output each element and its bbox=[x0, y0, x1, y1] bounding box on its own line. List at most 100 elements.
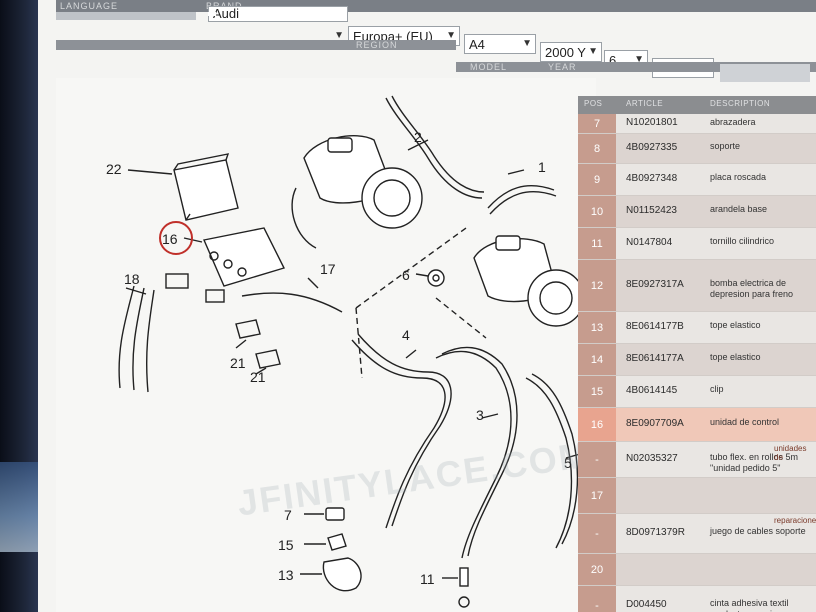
parts-table-header: POS ARTICLE DESCRIPTION bbox=[578, 96, 816, 114]
field6-value: 6 bbox=[609, 53, 617, 68]
chevron-down-icon: ▼ bbox=[522, 38, 532, 49]
callout-13: 13 bbox=[278, 567, 294, 583]
article-number[interactable]: D004450 bbox=[626, 599, 667, 610]
pos-cell: - bbox=[578, 442, 616, 477]
toolbar-filler bbox=[720, 64, 810, 82]
table-row[interactable]: 20 bbox=[578, 554, 816, 586]
pos-value: - bbox=[595, 527, 599, 540]
pos-value: 12 bbox=[590, 279, 604, 292]
language-select[interactable] bbox=[56, 12, 196, 20]
callout-7: 7 bbox=[284, 507, 292, 523]
part-description: cinta adhesiva textil productos propios … bbox=[710, 598, 789, 612]
callout-11: 11 bbox=[420, 571, 435, 587]
label-model: MODEL bbox=[470, 62, 508, 72]
pos-value: 17 bbox=[590, 489, 604, 502]
pos-value: 9 bbox=[593, 173, 601, 186]
model-select[interactable]: A4 ▼ bbox=[464, 34, 536, 54]
header-description: DESCRIPTION bbox=[710, 99, 771, 108]
part-description: tornillo cilindrico bbox=[710, 236, 775, 246]
chevron-down-icon: ▼ bbox=[446, 30, 456, 41]
article-number[interactable]: 8D0971379R bbox=[626, 527, 685, 538]
table-row[interactable]: 12 8E0927317A bomba electrica de depresion… bbox=[578, 260, 816, 312]
diagram-drawing: 1 2 3 4 5 6 7 11 13 15 16 17 18 21 21 22 bbox=[106, 95, 585, 608]
pos-cell: 12 bbox=[578, 260, 616, 311]
pos-value: - bbox=[595, 453, 599, 466]
pos-cell: 11 bbox=[578, 228, 616, 259]
callout-4: 4 bbox=[402, 327, 410, 343]
part-note: reparaciones bbox=[774, 516, 816, 525]
part-description: tope elastico bbox=[710, 320, 761, 330]
pos-cell: 9 bbox=[578, 164, 616, 195]
callout-6: 6 bbox=[402, 267, 410, 283]
callout-16: 16 bbox=[162, 231, 178, 247]
article-number[interactable]: 4B0927335 bbox=[626, 142, 678, 153]
table-row[interactable]: 10 N01152423 arandela base bbox=[578, 196, 816, 228]
callout-21b: 21 bbox=[250, 369, 266, 385]
pos-cell: - bbox=[578, 586, 616, 612]
pos-cell: 10 bbox=[578, 196, 616, 227]
pos-cell: 7 bbox=[578, 114, 616, 133]
article-number[interactable]: N01152423 bbox=[626, 205, 677, 216]
table-row[interactable]: 9 4B0927348 placa roscada bbox=[578, 164, 816, 196]
part-description: arandela base bbox=[710, 204, 768, 214]
header-pos: POS bbox=[584, 99, 603, 108]
pos-value: 15 bbox=[590, 385, 604, 398]
table-row[interactable]: 11 N0147804 tornillo cilindrico bbox=[578, 228, 816, 260]
filter-labels-mid: REGION bbox=[56, 40, 456, 50]
filter-toolbar: LANGUAGE BRAND Audi ▼ Europa+ (EU) ▼ A4 … bbox=[56, 0, 816, 82]
label-language: LANGUAGE bbox=[60, 1, 119, 11]
article-number[interactable]: 8E0907709A bbox=[626, 418, 684, 429]
pos-cell: 13 bbox=[578, 312, 616, 343]
pos-cell: 16 bbox=[578, 408, 616, 441]
pos-value: 13 bbox=[590, 321, 604, 334]
pos-cell: 8 bbox=[578, 134, 616, 163]
part-description: tubo flex. en rollos 5m "unidad pedido 5… bbox=[710, 452, 799, 473]
callout-3: 3 bbox=[476, 407, 484, 423]
year-select[interactable]: 2000 Y ▼ bbox=[540, 42, 602, 62]
article-number[interactable]: N02035327 bbox=[626, 453, 678, 464]
pos-value: 14 bbox=[590, 353, 604, 366]
header-article: ARTICLE bbox=[626, 99, 664, 108]
part-description: tope elastico bbox=[710, 352, 761, 362]
callout-21a: 21 bbox=[230, 355, 246, 371]
table-row[interactable]: 8 4B0927335 soporte bbox=[578, 134, 816, 164]
part-description: bomba electrica de depresion para freno bbox=[710, 278, 794, 299]
pos-cell: 15 bbox=[578, 376, 616, 407]
callout-18: 18 bbox=[124, 271, 140, 287]
article-number[interactable]: 4B0614145 bbox=[626, 385, 678, 396]
callout-1: 1 bbox=[538, 159, 546, 175]
label-region: REGION bbox=[356, 40, 398, 50]
table-row[interactable]: 16 8E0907709A unidad de control bbox=[578, 408, 816, 442]
callout-15: 15 bbox=[278, 537, 294, 553]
chevron-down-icon: ▼ bbox=[634, 54, 644, 65]
pos-value: 7 bbox=[593, 117, 601, 130]
pos-value: 8 bbox=[593, 142, 601, 155]
article-number[interactable]: 8E0927317A bbox=[626, 279, 684, 290]
pos-cell: - bbox=[578, 514, 616, 553]
article-number[interactable]: 8E0614177A bbox=[626, 353, 684, 364]
brand-select[interactable]: Audi bbox=[208, 6, 348, 22]
pos-value: 20 bbox=[590, 563, 604, 576]
pos-cell: 20 bbox=[578, 554, 616, 585]
table-row[interactable]: 13 8E0614177B tope elastico bbox=[578, 312, 816, 344]
part-description: placa roscada bbox=[710, 172, 767, 182]
article-number[interactable]: 4B0927348 bbox=[626, 173, 678, 184]
table-row[interactable]: 14 8E0614177A tope elastico bbox=[578, 344, 816, 376]
table-row[interactable]: - N02035327 tubo flex. en rollos 5m "unida… bbox=[578, 442, 816, 478]
monitor-bezel bbox=[0, 0, 38, 612]
chevron-down-icon[interactable]: ▼ bbox=[334, 30, 344, 41]
article-number[interactable]: N10201801 bbox=[626, 117, 678, 128]
part-description: unidad de control bbox=[710, 417, 780, 427]
chevron-down-icon: ▼ bbox=[588, 46, 598, 57]
table-row[interactable]: 17 bbox=[578, 478, 816, 514]
part-description: soporte bbox=[710, 141, 741, 151]
article-number[interactable]: 8E0614177B bbox=[626, 321, 684, 332]
exploded-parts-diagram[interactable]: 1 2 3 4 5 6 7 11 13 15 16 17 18 21 21 22… bbox=[56, 78, 596, 612]
label-year: YEAR bbox=[548, 62, 577, 72]
table-row[interactable]: -D004450 cinta adhesiva textil productos … bbox=[578, 586, 816, 612]
article-number[interactable]: N0147804 bbox=[626, 237, 673, 248]
